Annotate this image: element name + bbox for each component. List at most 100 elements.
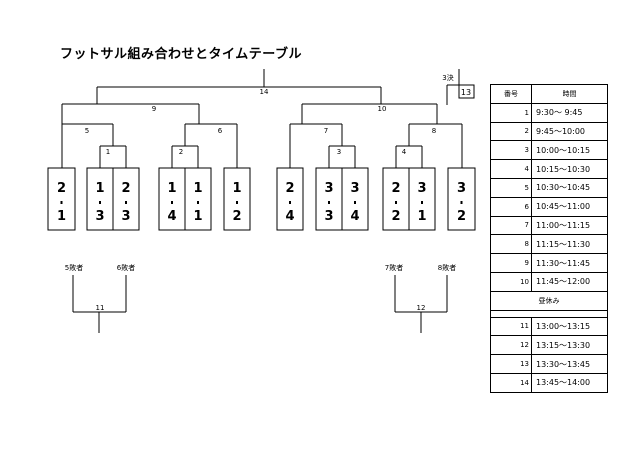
team-top-label: 2 [57, 181, 66, 196]
lunch-break-label: 昼休み [490, 290, 608, 311]
tournament-bracket: 14 9 10 5 6 7 8 1 2 3 4 3決 13 5敗者 6敗者 11… [47, 69, 476, 333]
time-cell: 10:45～11:00 [531, 196, 608, 217]
match-number-cell: 12 [490, 335, 532, 356]
match-number: 9 [152, 105, 156, 113]
timetable-row: 1 9:30～ 9:45 [490, 102, 608, 123]
team-bottom-label: 2 [232, 209, 241, 224]
team-top-label: 1 [167, 181, 176, 196]
match-number-cell: 5 [490, 177, 532, 198]
team-top-label: 3 [324, 181, 333, 196]
page-title: フットサル組み合わせとタイムテーブル [60, 47, 302, 62]
team-top-label: 2 [121, 181, 130, 196]
score-separator [125, 201, 127, 204]
team-bottom-label: 4 [167, 209, 176, 224]
score-separator [328, 201, 330, 204]
match-number: 6 [218, 127, 223, 135]
team-bottom-label: 3 [324, 209, 333, 224]
team-bottom-label: 4 [285, 209, 294, 224]
team-bottom-label: 1 [193, 209, 202, 224]
match-number: 14 [260, 88, 269, 96]
time-cell: 11:15～11:30 [531, 234, 608, 255]
match-number: 7 [324, 127, 328, 135]
consolation-team: 7敗者 [385, 263, 403, 272]
match-number-cell: 14 [490, 372, 532, 393]
score-separator [354, 201, 356, 204]
match-number-cell: 11 [490, 316, 532, 337]
match-number-cell: 9 [490, 253, 532, 273]
time-cell: 10:15～10:30 [531, 159, 608, 179]
team-top-label: 1 [193, 181, 202, 196]
match-number: 10 [378, 105, 387, 113]
time-cell: 13:45～14:00 [531, 372, 608, 393]
team-top-label: 3 [417, 181, 426, 196]
third-place-label: 3決 [442, 73, 453, 82]
score-separator [236, 201, 238, 204]
team-bottom-label: 2 [391, 209, 400, 224]
time-cell: 13:00～13:15 [531, 316, 608, 337]
score-separator [197, 201, 199, 204]
time-cell: 13:15～13:30 [531, 335, 608, 356]
team-bottom-label: 1 [57, 209, 66, 224]
time-cell: 13:30～13:45 [531, 354, 608, 374]
timetable-row: 2 9:45～10:00 [490, 121, 608, 142]
team-bottom-label: 3 [121, 209, 130, 224]
match-number: 3 [337, 148, 341, 156]
time-cell: 11:30～11:45 [531, 253, 608, 273]
time-cell: 11:00～11:15 [531, 215, 608, 236]
team-top-label: 1 [232, 181, 241, 196]
match-number: 5 [85, 127, 89, 135]
match-number-cell: 13 [490, 354, 532, 374]
match-number-cell: 1 [490, 102, 532, 123]
match-number-cell: 6 [490, 196, 532, 217]
team-top-label: 2 [391, 181, 400, 196]
score-separator [171, 201, 173, 204]
score-separator [60, 201, 63, 204]
time-cell: 10:30～10:45 [531, 177, 608, 198]
score-separator [460, 201, 463, 204]
team-bottom-label: 4 [350, 209, 359, 224]
team-bottom-label: 1 [417, 209, 426, 224]
match-number: 8 [432, 127, 436, 135]
team-bottom-label: 2 [457, 209, 466, 224]
consolation-team: 6敗者 [117, 263, 135, 272]
consolation-team: 5敗者 [65, 263, 83, 272]
third-place-match-number: 13 [461, 88, 471, 97]
timetable-header-time: 時間 [531, 84, 608, 104]
time-cell: 9:30～ 9:45 [531, 102, 608, 123]
score-separator [421, 201, 423, 204]
score-separator [99, 201, 101, 204]
time-cell: 9:45～10:00 [531, 121, 608, 142]
match-number: 12 [417, 304, 426, 312]
match-number-cell: 7 [490, 215, 532, 236]
team-top-label: 3 [457, 181, 466, 196]
team-top-label: 3 [350, 181, 359, 196]
match-number-cell: 4 [490, 159, 532, 179]
team-top-label: 1 [95, 181, 104, 196]
match-number: 2 [179, 148, 183, 156]
match-number-cell: 8 [490, 234, 532, 255]
score-separator [289, 201, 291, 204]
match-number: 1 [106, 148, 110, 156]
match-number: 4 [402, 148, 407, 156]
time-cell: 10:00～10:15 [531, 140, 608, 161]
team-top-label: 2 [285, 181, 294, 196]
consolation-team: 8敗者 [438, 263, 456, 272]
lunch-break-row: 昼休み [490, 290, 608, 311]
team-bottom-label: 3 [95, 209, 104, 224]
match-number: 11 [96, 304, 105, 312]
score-separator [395, 201, 397, 204]
match-number-cell: 10 [490, 271, 532, 292]
match-number-cell: 3 [490, 140, 532, 161]
time-cell: 11:45～12:00 [531, 271, 608, 292]
